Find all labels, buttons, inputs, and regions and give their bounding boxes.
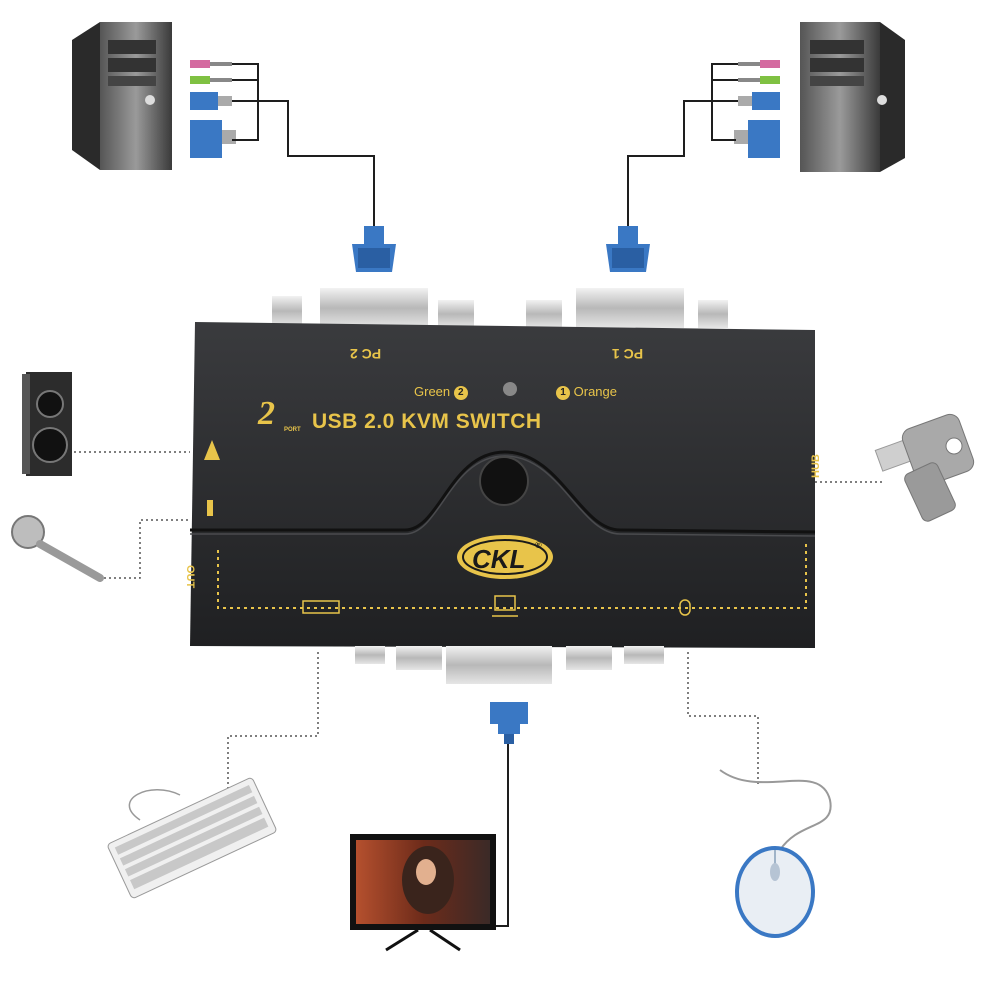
port-count-caption: PORT — [284, 427, 301, 433]
registered-mark: ® — [535, 540, 542, 550]
led-orange-label: Orange — [573, 384, 617, 399]
speaker-icon — [22, 372, 72, 476]
pc2-port-label: PC 2 — [350, 346, 382, 362]
monitor-port-icon — [492, 595, 518, 617]
pc1-connectors — [190, 60, 236, 158]
pc1-port-label: PC 1 — [612, 346, 644, 362]
monitor-icon — [350, 834, 496, 952]
hub-label: HUB — [810, 454, 822, 478]
vga-plug-icon — [490, 702, 528, 744]
out-label: OUT — [184, 565, 196, 589]
device-title: USB 2.0 KVM SWITCH — [312, 410, 542, 433]
microphone-port-icon — [207, 500, 213, 516]
tower-pc-icon — [800, 22, 905, 172]
mouse-port-icon — [679, 599, 691, 616]
mouse-icon — [719, 769, 832, 938]
vga-plug-icon — [352, 226, 396, 272]
switch-button[interactable] — [479, 456, 529, 506]
keyboard-port-icon — [302, 600, 340, 614]
led-orange-legend: 1 Orange — [556, 384, 617, 400]
keyboard-icon — [107, 777, 277, 899]
status-led — [503, 382, 517, 396]
led-orange-number: 1 — [556, 385, 570, 400]
ckl-logo — [457, 535, 553, 579]
led-green-legend: Green 2 — [414, 384, 468, 400]
brand-logo-text: CKL — [472, 544, 526, 574]
usb-flash-drive-icon — [874, 413, 975, 522]
led-green-label: Green — [414, 384, 451, 399]
bottom-ports — [355, 646, 664, 684]
pc2-connectors — [734, 60, 780, 158]
tower-pc-icon — [72, 22, 172, 170]
speaker-port-icon — [204, 440, 220, 460]
vga-plug-icon — [606, 226, 650, 272]
port-count-mark: 2 — [258, 395, 275, 432]
microphone-icon — [11, 515, 104, 582]
top-ports — [272, 288, 728, 328]
led-green-number: 2 — [453, 385, 468, 400]
